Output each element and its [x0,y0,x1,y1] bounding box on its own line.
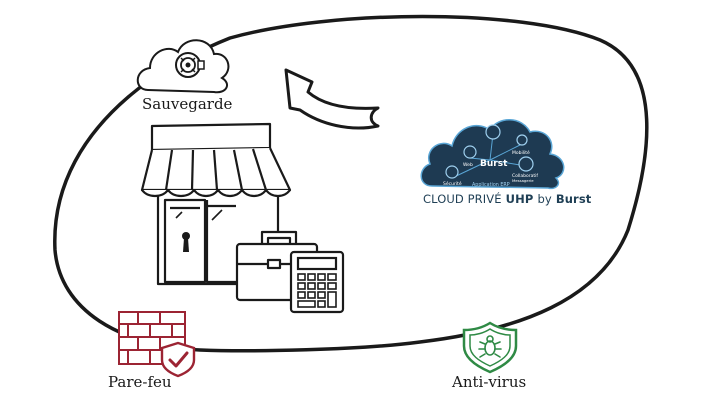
caption-brand: Burst [555,192,592,206]
brand-burst: Burst [480,159,508,169]
antivirus-label: Anti-virus [452,373,527,391]
node-messaging: Messagerie [512,178,534,183]
node-mobility: Mobilité [512,149,530,156]
keyhole-icon [182,232,190,252]
caption-by: by [537,192,552,206]
antivirus-shield-icon [462,321,518,374]
calculator-icon [289,250,345,314]
node-security: Sécurité [443,180,462,187]
node-collab: Collaboratif [512,173,538,179]
arrow-icon [284,68,380,130]
node-web: Web [463,162,473,168]
private-cloud-icon: Web Mobilité Sécurité Collaboratif Messa… [420,119,565,190]
shop-icon [140,122,292,286]
firewall-shield-icon [160,341,196,378]
firewall-label: Pare-feu [108,373,172,391]
app-erp: Application ERP [472,182,510,188]
cycle-loop [53,14,649,353]
caption-uhp: UHP [505,192,534,206]
cloud-caption: CLOUD PRIVÉ UHP by Burst [423,192,591,206]
backup-label: Sauvegarde [142,95,233,113]
caption-prefix: CLOUD PRIVÉ [423,192,502,206]
cloud-safe-icon [136,39,230,94]
